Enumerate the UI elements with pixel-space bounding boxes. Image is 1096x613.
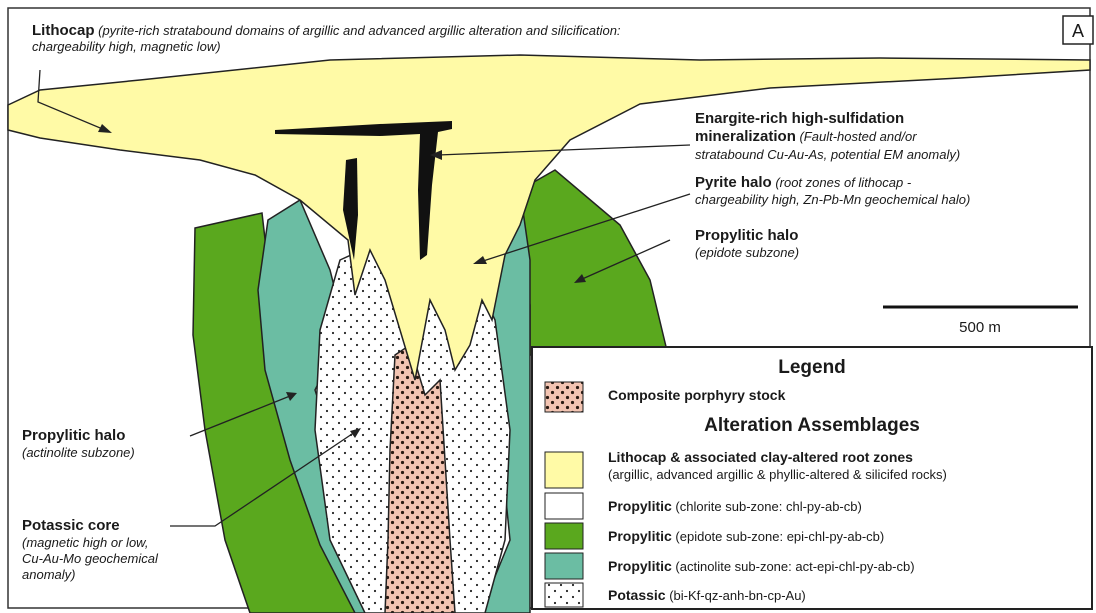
legend-swatch-chlorite [545,493,583,519]
legend-swatch-actinolite [545,553,583,579]
legend-item-lithocap-desc: (argillic, advanced argillic & phyllic-a… [608,467,947,482]
propylitic-actinolite-desc: (actinolite subzone) [22,445,135,460]
potassic-core-desc-2: Cu-Au-Mo geochemical [22,551,159,566]
legend-title: Legend [778,357,846,378]
enargite-label: Enargite-rich high-sulfidation [695,110,904,127]
propylitic-actinolite-label: Propylitic halo [22,427,125,444]
potassic-core-desc-1: (magnetic high or low, [22,535,148,550]
legend-item-lithocap: Lithocap & associated clay-altered root … [608,449,913,465]
legend-subtitle: Alteration Assemblages [704,415,920,436]
pyrite-halo-desc: chargeability high, Zn-Pb-Mn geochemical… [695,192,970,207]
legend: Legend Composite porphyry stock Alterati… [532,347,1092,609]
potassic-core-label: Potassic core [22,517,120,534]
legend-swatch-epidote [545,523,583,549]
legend-item-actinolite: Propylitic (actinolite sub-zone: act-epi… [608,558,915,574]
enargite-desc: stratabound Cu-Au-As, potential EM anoma… [695,147,960,162]
propylitic-epidote-desc: (epidote subzone) [695,245,799,260]
legend-item-epidote: Propylitic (epidote sub-zone: epi-chl-py… [608,528,884,544]
lithocap-desc: chargeability high, magnetic low) [32,39,221,54]
legend-item-chlorite: Propylitic (chlorite sub-zone: chl-py-ab… [608,498,862,514]
enargite-label-2: mineralization (Fault-hosted and/or [695,128,917,145]
legend-swatch-porphyry [545,382,583,412]
panel-letter: A [1072,21,1084,41]
potassic-core-desc-3: anomaly) [22,567,75,582]
propylitic-epidote-label: Propylitic halo [695,227,798,244]
legend-porphyry-label: Composite porphyry stock [608,387,786,403]
lithocap-label: Lithocap (pyrite-rich stratabound domain… [32,22,621,39]
legend-swatch-potassic [545,583,583,607]
legend-swatch-lithocap [545,452,583,488]
scale-bar-label: 500 m [959,319,1001,336]
pyrite-halo-label: Pyrite halo (root zones of lithocap - [695,174,912,191]
legend-item-potassic: Potassic (bi-Kf-qz-anh-bn-cp-Au) [608,587,806,603]
